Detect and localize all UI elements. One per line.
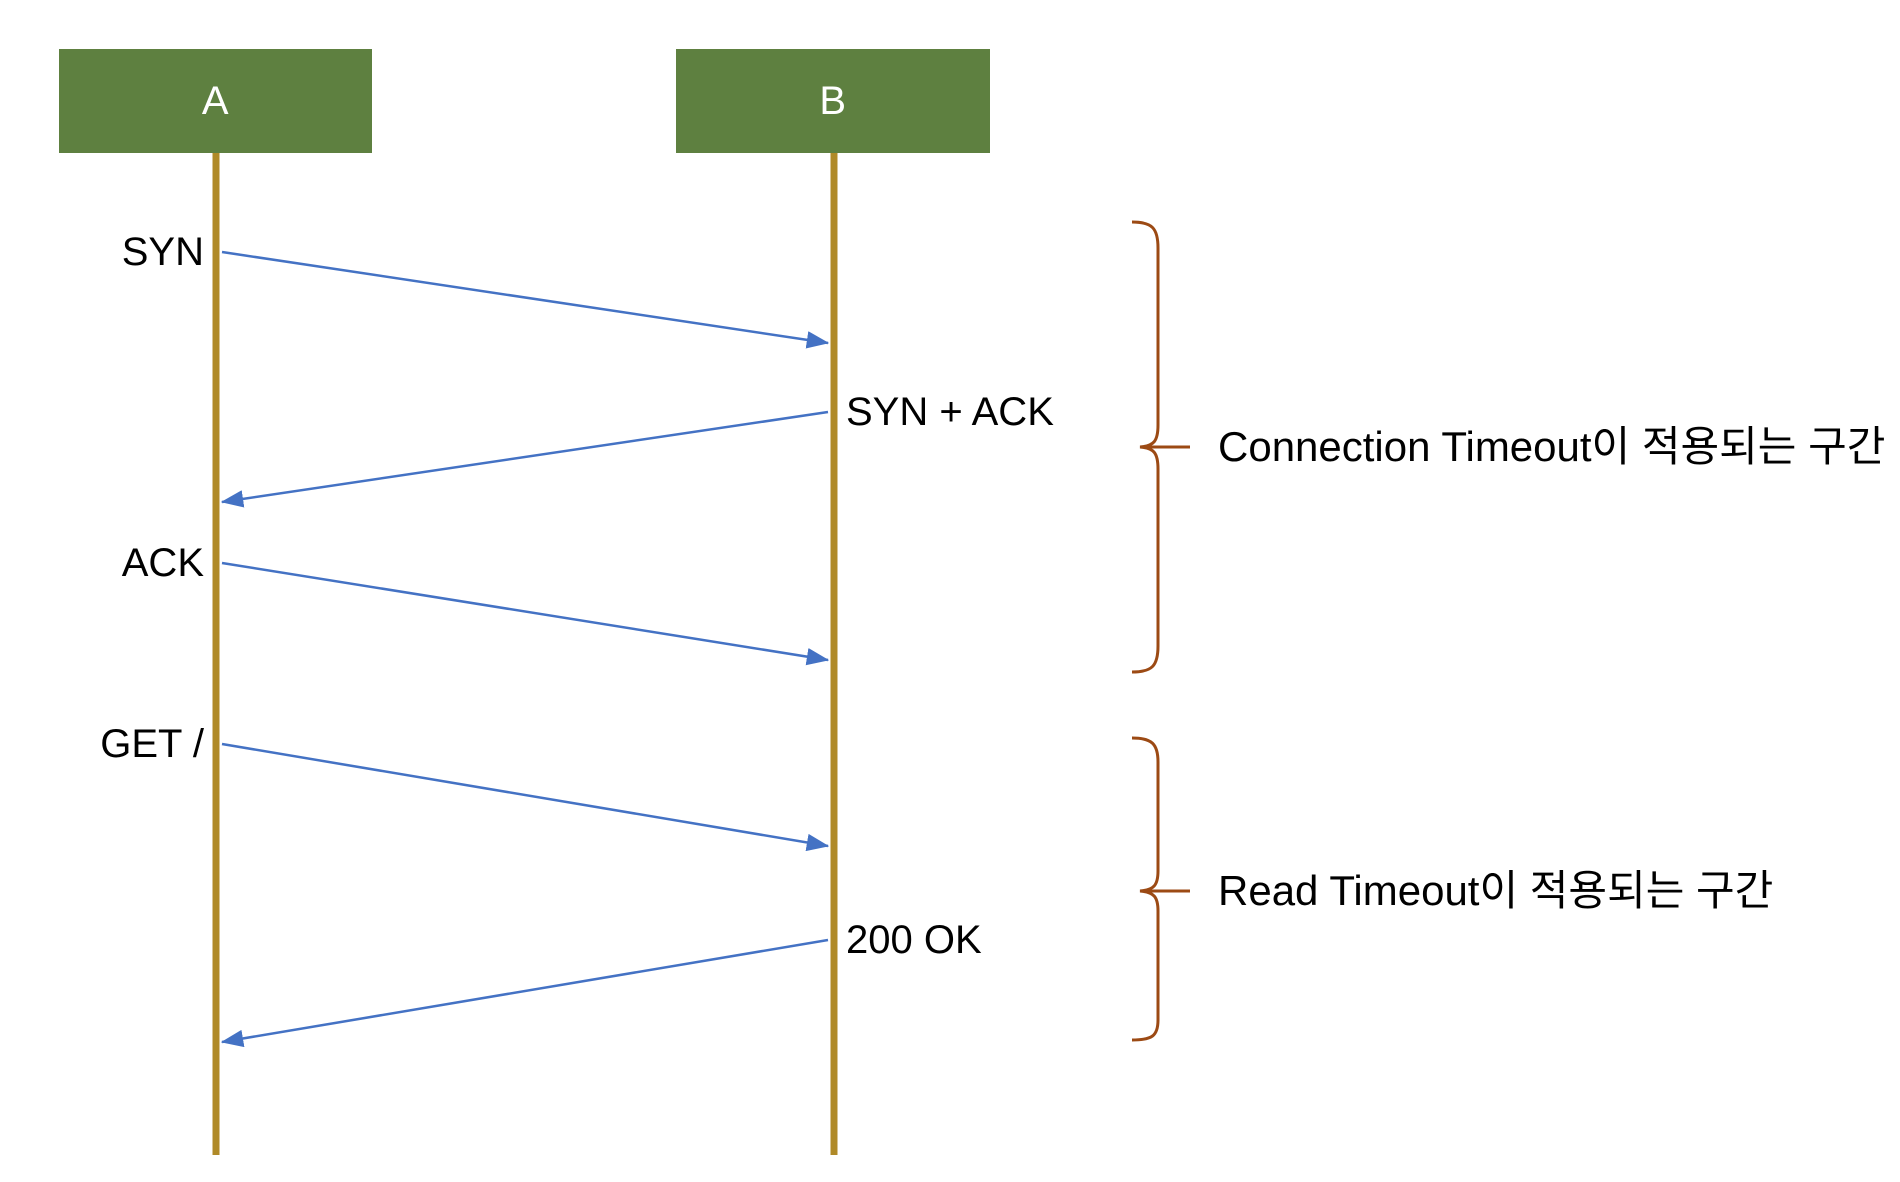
message-label-syn-ack: SYN + ACK xyxy=(846,390,1054,434)
actor-label-b: B xyxy=(819,79,847,123)
message-arrow-get xyxy=(221,742,830,852)
message-arrow-syn xyxy=(221,250,830,349)
message-label-ack: ACK xyxy=(121,541,204,585)
actor-label-a: A xyxy=(201,79,230,123)
message-label-200-ok: 200 OK xyxy=(846,918,982,962)
range-label-read-timeout: Read Timeout이 적용되는 구간 xyxy=(1218,867,1774,914)
range-label-connection-timeout: Connection Timeout이 적용되는 구간 xyxy=(1218,423,1886,470)
message-arrow-ack xyxy=(221,561,830,666)
message-label-get: GET / xyxy=(100,722,204,766)
message-arrow-200-ok xyxy=(220,938,829,1048)
actor-box-a[interactable]: A xyxy=(59,49,372,153)
message-arrow-syn-ack xyxy=(220,410,829,508)
message-label-syn: SYN xyxy=(121,230,204,274)
brace-read-timeout xyxy=(1131,736,1160,1042)
actor-box-b[interactable]: B xyxy=(676,49,990,153)
